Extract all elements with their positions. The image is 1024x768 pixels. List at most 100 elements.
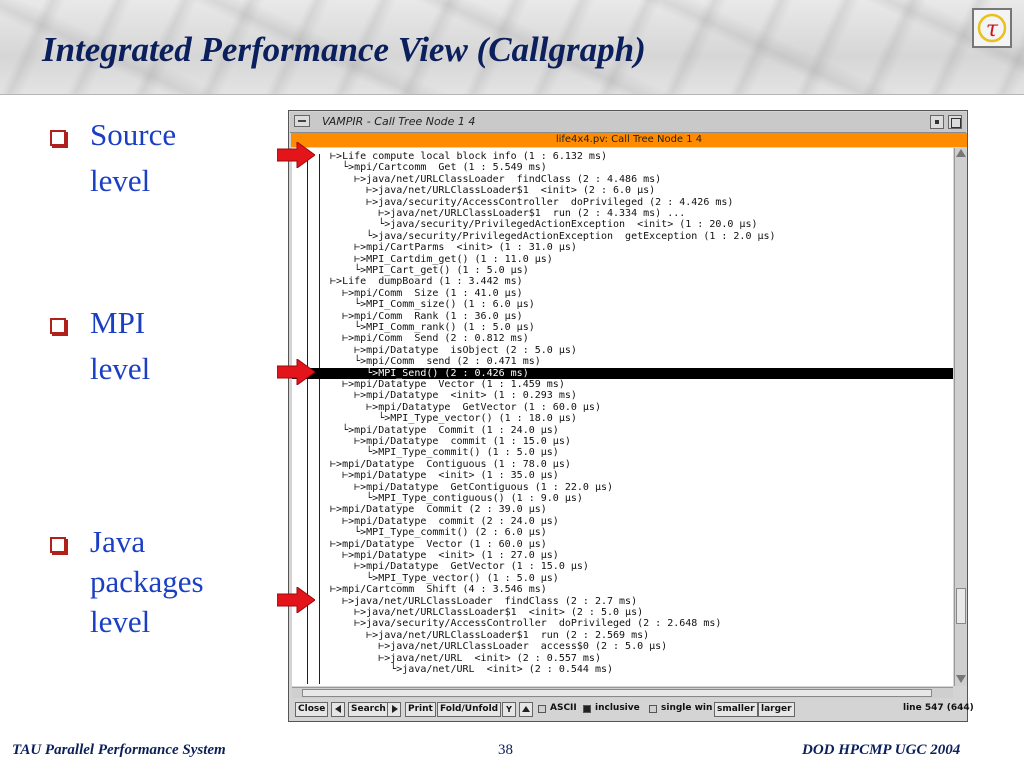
tree-row[interactable]: ⊢>java/net/URLClassLoader$1 run (2 : 2.5… <box>318 629 650 641</box>
tree-row[interactable]: └>MPI_Comm_rank() (1 : 5.0 µs) <box>318 322 535 333</box>
search-next-button[interactable] <box>387 702 401 717</box>
maximize-icon[interactable] <box>948 115 962 129</box>
tree-row[interactable]: ⊢>java/net/URLClassLoader findClass (2 :… <box>318 173 662 185</box>
tree-row[interactable]: ⊢>mpi/Datatype <init> (1 : 0.293 ms) <box>318 390 577 402</box>
tree-row[interactable]: ⊢>mpi/Datatype <init> (1 : 27.0 µs) <box>318 550 559 561</box>
search-prev-button[interactable] <box>331 702 345 717</box>
tree-row[interactable]: ⊢>java/net/URL <init> (2 : 0.557 ms) <box>318 652 601 664</box>
tree-row[interactable]: └>java/security/PrivilegedActionExceptio… <box>318 230 776 242</box>
tree-row-selected[interactable]: └>MPI_Send() (2 : 0.426 ms) <box>292 367 953 379</box>
tree-row[interactable]: └>MPI_Type_vector() (1 : 5.0 µs) <box>318 572 559 584</box>
tree-guide-line <box>307 154 308 684</box>
tree-row[interactable]: └>MPI_Type_commit() (2 : 6.0 µs) <box>318 527 547 539</box>
bullet-text-line: level <box>90 351 151 386</box>
tree-row[interactable]: └>java/net/URL <init> (2 : 0.544 ms) <box>318 664 614 675</box>
tree-guide-line <box>319 154 320 684</box>
tree-row[interactable]: └>MPI_Type_commit() (1 : 5.0 µs) <box>318 447 559 459</box>
single-win-checkbox[interactable] <box>649 705 657 713</box>
ascii-label: ASCII <box>550 703 577 713</box>
tree-header-bar: life4x4.pv: Call Tree Node 1 4 <box>291 133 967 147</box>
tree-row[interactable]: ⊢>java/net/URLClassLoader$1 <init> (2 : … <box>318 185 656 197</box>
minimize-icon[interactable] <box>930 115 944 129</box>
tree-row[interactable]: └>mpi/Datatype Commit (1 : 24.0 µs) <box>318 424 559 436</box>
bullet-box-icon <box>50 318 66 334</box>
arrow-left-icon <box>335 705 341 713</box>
tree-row[interactable]: ⊢>Life dumpBoard (1 : 3.442 ms) <box>318 276 523 288</box>
close-button[interactable]: Close <box>295 702 329 717</box>
window-titlebar[interactable]: VAMPIR - Call Tree Node 1 4 <box>290 112 966 133</box>
tree-row[interactable]: └>MPI_Type_vector() (1 : 18.0 µs) <box>318 413 577 425</box>
smaller-button[interactable]: smaller <box>714 702 758 717</box>
vampir-call-tree-window: VAMPIR - Call Tree Node 1 4 life4x4.pv: … <box>288 110 974 722</box>
tree-row[interactable]: ⊢>mpi/Datatype GetVector (1 : 15.0 µs) <box>318 561 589 573</box>
tree-row[interactable]: ⊢>mpi/Comm Rank (1 : 36.0 µs) <box>318 310 523 322</box>
bullet-box-icon <box>50 130 66 146</box>
tree-row[interactable]: ⊢>mpi/Comm Send (2 : 0.812 ms) <box>318 333 529 345</box>
tau-logo-icon: τ <box>972 8 1012 48</box>
arrow-right-icon <box>392 705 398 713</box>
footer-conference: DOD HPCMP UGC 2004 <box>802 742 961 758</box>
bullet-text-line: Java <box>90 524 146 559</box>
tree-row[interactable]: ⊢>MPI_Cartdim_get() (1 : 11.0 µs) <box>318 253 553 265</box>
bullet-text-line: level <box>90 163 151 198</box>
horizontal-scroll-thumb[interactable] <box>302 689 932 697</box>
scroll-top-button[interactable] <box>519 702 533 717</box>
tree-row[interactable]: ⊢>mpi/Datatype Vector (1 : 60.0 µs) <box>318 538 547 550</box>
svg-text:τ: τ <box>986 17 999 42</box>
tree-row[interactable]: ⊢>java/net/URLClassLoader access$0 (2 : … <box>318 641 668 653</box>
filter-icon[interactable]: Y <box>502 702 516 717</box>
slide-title: Integrated Performance View (Callgraph) <box>42 30 646 69</box>
window-title: VAMPIR - Call Tree Node 1 4 <box>322 115 476 128</box>
window-menu-icon[interactable] <box>294 115 310 127</box>
tree-row[interactable]: └>mpi/Cartcomm Get (1 : 5.549 ms) <box>318 162 547 174</box>
line-position-readout: line 547 (644) <box>903 703 974 713</box>
tree-row[interactable]: ⊢>mpi/Datatype GetVector (1 : 60.0 µs) <box>318 401 601 413</box>
tree-row[interactable]: ⊢>mpi/Datatype GetContiguous (1 : 22.0 µ… <box>318 481 614 493</box>
tree-row[interactable]: ⊢>mpi/Datatype Contiguous (1 : 78.0 µs) <box>318 458 571 470</box>
tree-row[interactable]: └>MPI_Type_contiguous() (1 : 9.0 µs) <box>318 493 583 504</box>
footer-system-name: TAU Parallel Performance System <box>12 742 226 758</box>
tree-row[interactable]: └>MPI_Comm_size() (1 : 6.0 µs) <box>318 299 535 311</box>
search-button[interactable]: Search <box>348 702 389 717</box>
tree-toolbar: Close Search Print Fold/Unfold Y ASCII i… <box>291 700 974 720</box>
slide-header-banner: Integrated Performance View (Callgraph) … <box>0 0 1024 95</box>
tree-row[interactable]: ⊢>java/security/AccessController doPrivi… <box>318 618 722 630</box>
single-win-label: single win <box>661 703 713 713</box>
tree-row[interactable]: ⊢>mpi/Datatype commit (1 : 15.0 µs) <box>318 436 571 447</box>
tree-row[interactable]: └>mpi/Comm send (2 : 0.471 ms) <box>318 356 541 368</box>
tree-row[interactable]: ⊢>mpi/Datatype commit (2 : 24.0 µs) <box>318 515 559 527</box>
red-arrow-icon <box>276 357 316 386</box>
red-arrow-icon <box>276 141 316 169</box>
scroll-up-icon[interactable] <box>956 149 966 157</box>
ascii-checkbox[interactable] <box>538 705 546 713</box>
horizontal-scrollbar[interactable] <box>292 687 953 698</box>
print-button[interactable]: Print <box>405 702 436 717</box>
bullet-box-icon <box>50 537 66 553</box>
fold-unfold-button[interactable]: Fold/Unfold <box>437 702 502 717</box>
tree-row[interactable]: ⊢>java/net/URLClassLoader$1 <init> (2 : … <box>318 607 644 618</box>
tree-row[interactable]: ⊢>mpi/Cartcomm Shift (4 : 3.546 ms) <box>318 584 547 596</box>
bullet-text-line: packages <box>90 564 204 599</box>
tree-row[interactable]: ⊢>mpi/Datatype Vector (1 : 1.459 ms) <box>318 379 565 390</box>
inclusive-checkbox[interactable] <box>583 705 591 713</box>
tree-row[interactable]: ⊢>mpi/Datatype Commit (2 : 39.0 µs) <box>318 504 547 516</box>
tree-row[interactable]: ⊢>java/net/URLClassLoader$1 run (2 : 4.3… <box>318 208 686 219</box>
tree-row[interactable]: ⊢>mpi/Comm Size (1 : 41.0 µs) <box>318 287 523 299</box>
red-arrow-icon <box>276 585 316 614</box>
tree-row[interactable]: ⊢>Life compute local block info (1 : 6.1… <box>318 151 607 162</box>
larger-button[interactable]: larger <box>758 702 795 717</box>
slide-page-number: 38 <box>498 742 513 758</box>
vertical-scroll-thumb[interactable] <box>956 588 966 624</box>
tree-row[interactable]: ⊢>mpi/Datatype <init> (1 : 35.0 µs) <box>318 470 559 482</box>
scroll-down-icon[interactable] <box>956 675 966 683</box>
bullet-text-line: Source <box>90 117 177 152</box>
tree-row[interactable]: ⊢>java/security/AccessController doPrivi… <box>318 196 734 208</box>
bullet-text-line: level <box>90 604 151 639</box>
tree-row[interactable]: ⊢>java/net/URLClassLoader findClass (2 :… <box>318 595 638 607</box>
tree-row[interactable]: └>MPI_Cart_get() (1 : 5.0 µs) <box>318 265 529 276</box>
tree-row[interactable]: ⊢>mpi/CartParms <init> (1 : 31.0 µs) <box>318 242 577 254</box>
tree-row[interactable]: ⊢>mpi/Datatype isObject (2 : 5.0 µs) <box>318 344 577 356</box>
vertical-scrollbar[interactable] <box>954 148 967 686</box>
call-tree-view[interactable]: ⊢>Life compute local block info (1 : 6.1… <box>292 148 953 686</box>
tree-row[interactable]: └>java/security/PrivilegedActionExceptio… <box>318 219 758 231</box>
